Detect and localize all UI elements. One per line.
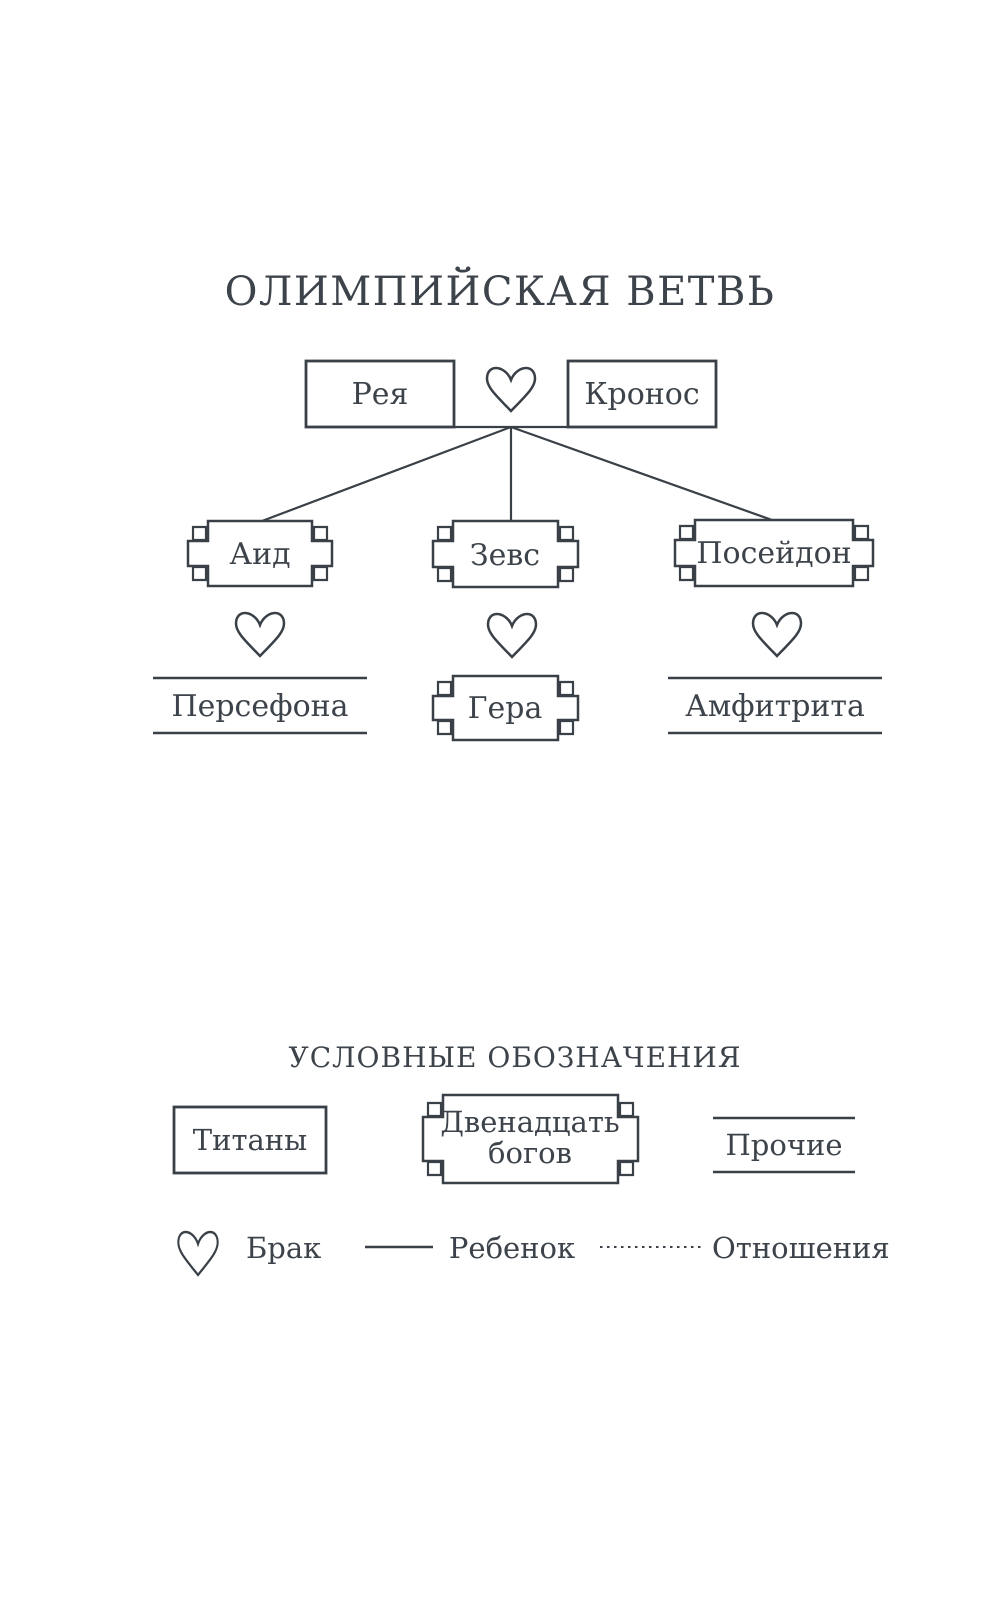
marriage-heart-icon [751,611,803,658]
node-hades: Аид [186,519,334,588]
marriage-heart-icon [234,611,286,658]
node-hades-plaque [186,519,334,588]
legend-titans-box [172,1105,328,1175]
legend-marriage-heart-icon [177,1230,219,1277]
node-hera-plaque [431,674,580,742]
node-hades-corner-squares [191,525,329,582]
node-amphitrite-label: Амфитрита [685,689,865,724]
connector-to-poseidon [510,425,773,522]
marriage-heart-icon [486,612,538,659]
legend-relations-label: Отношения [712,1231,890,1265]
node-zeus-plaque [431,519,580,589]
legend-others-label: Прочие [726,1128,843,1162]
node-poseidon-plaque [673,518,875,588]
connector-to-hades [261,425,512,523]
node-hera-label: Гера [468,691,543,726]
node-hades-label: Аид [229,537,290,572]
node-rhea-box [304,359,456,429]
node-zeus: Зевс [431,519,580,589]
node-kronos-box [566,359,718,429]
legend: УСЛОВНЫЕ ОБОЗНАЧЕНИЯ Титаны Двенадцать б… [172,1041,890,1277]
legend-twelve-gods-label-line1: Двенадцать [440,1105,619,1139]
legend-title: УСЛОВНЫЕ ОБОЗНАЧЕНИЯ [289,1041,742,1074]
node-kronos-label: Кронос [584,377,699,412]
node-persephone: Персефона [153,676,367,735]
node-rhea-label: Рея [352,377,409,412]
diagram-title: ОЛИМПИЙСКАЯ ВЕТВЬ [225,267,776,315]
legend-child-label: Ребенок [449,1231,575,1265]
node-zeus-label: Зевс [470,538,540,573]
marriage-heart-icon [485,366,537,413]
node-hera-corner-squares [436,680,575,736]
legend-twelve-gods-corner-squares [426,1101,635,1177]
legend-marriage-label: Брак [246,1231,321,1265]
node-persephone-label: Персефона [171,689,348,724]
couple-rhea-kronos: Рея Кронос [304,359,718,429]
node-poseidon-corner-squares [678,524,870,582]
node-amphitrite: Амфитрита [668,676,882,735]
node-hera: Гера [431,674,580,742]
node-poseidon-label: Посейдон [696,536,851,571]
legend-twelve-gods-label-line2: богов [488,1136,572,1170]
legend-titans-label: Титаны [193,1123,307,1157]
legend-twelve-gods-plaque [421,1093,640,1185]
node-poseidon: Посейдон [673,518,875,588]
node-zeus-corner-squares [436,525,575,583]
child-connectors [261,425,773,523]
